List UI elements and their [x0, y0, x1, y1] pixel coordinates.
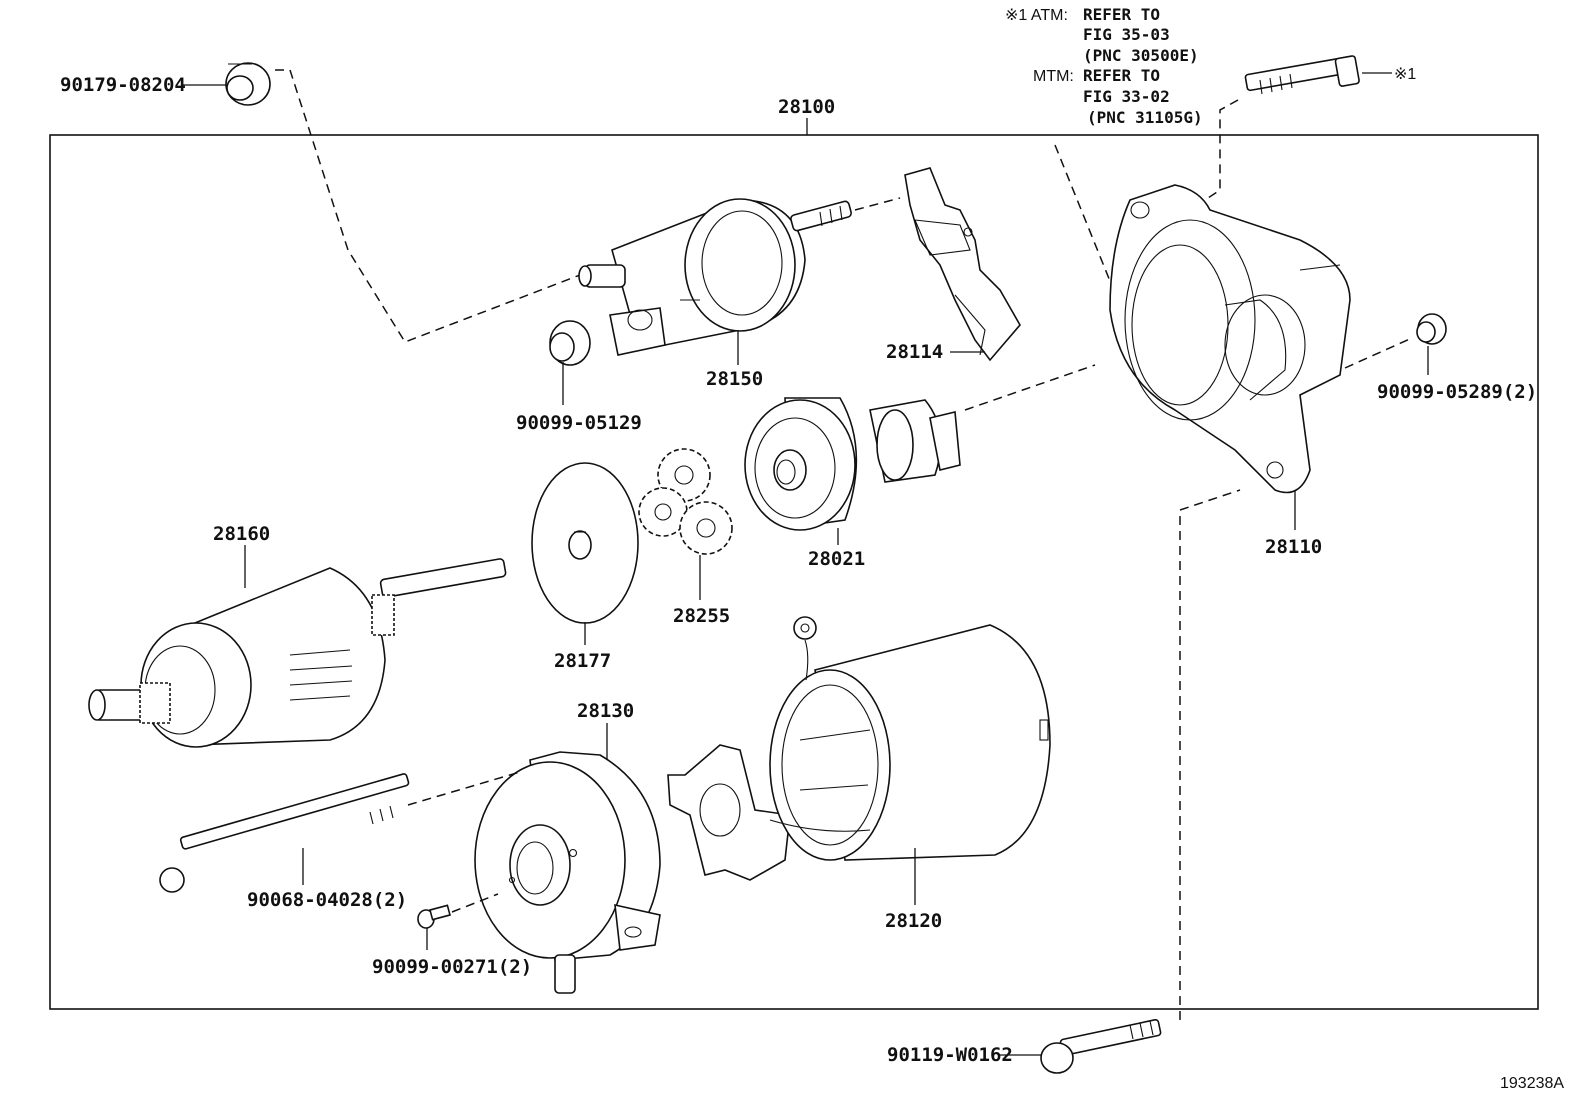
armature-28160[interactable] [88, 558, 507, 748]
label-28130[interactable]: 28130 [577, 700, 634, 722]
bolt-90119-W0162[interactable] [1040, 1018, 1162, 1074]
label-28100[interactable]: 28100 [778, 96, 835, 118]
label-28110[interactable]: 28110 [1265, 536, 1322, 558]
note-mtm-ref: REFER TO [1083, 66, 1160, 85]
note-mtm-pnc: (PNC 31105G) [1087, 108, 1203, 127]
label-28150[interactable]: 28150 [706, 368, 763, 390]
label-90099-05129[interactable]: 90099-05129 [516, 412, 642, 434]
nut-90099-05289[interactable] [1416, 313, 1447, 345]
label-28021[interactable]: 28021 [808, 548, 865, 570]
label-90099-00271[interactable]: 90099-00271(2) [372, 956, 532, 978]
note-mtm-prefix: MTM: [1033, 68, 1074, 85]
figure-id: 193238A [1500, 1075, 1564, 1092]
reference-note: ※1 ATM: REFER TO FIG 35-03 (PNC 30500E) … [1005, 5, 1203, 127]
note-atm-pnc: (PNC 30500E) [1083, 46, 1199, 65]
gears-28255[interactable] [638, 448, 733, 555]
end-frame-28130[interactable] [474, 751, 661, 994]
brush-holder [667, 744, 791, 881]
label-28120[interactable]: 28120 [885, 910, 942, 932]
nut-90099-05129[interactable] [549, 320, 591, 366]
note-atm-ref: REFER TO [1083, 5, 1160, 24]
label-28160[interactable]: 28160 [213, 523, 270, 545]
label-90068-04028[interactable]: 90068-04028(2) [247, 889, 407, 911]
assembly-frame [49, 134, 1539, 1010]
label-90179-08204[interactable]: 90179-08204 [60, 74, 186, 96]
label-28177[interactable]: 28177 [554, 650, 611, 672]
screw-90099-00271[interactable] [417, 904, 451, 929]
nut-90179-08204[interactable] [225, 62, 271, 106]
solenoid-28150[interactable] [578, 198, 852, 356]
yoke-28120[interactable] [769, 616, 1051, 861]
bolt-ref-marker: ※1 [1394, 66, 1416, 83]
note-atm-prefix: ※1 ATM: [1005, 7, 1068, 24]
through-bolt-90068-04028[interactable] [159, 773, 410, 893]
disc-28177[interactable] [531, 462, 639, 624]
lever-28114[interactable] [904, 167, 1021, 362]
label-90099-05289[interactable]: 90099-05289(2) [1377, 381, 1537, 403]
label-90119-W0162[interactable]: 90119-W0162 [887, 1044, 1013, 1066]
note-mtm-fig: FIG 33-02 [1083, 87, 1170, 106]
label-28114[interactable]: 28114 [886, 341, 943, 363]
label-28255[interactable]: 28255 [673, 605, 730, 627]
housing-28110[interactable] [1109, 184, 1351, 494]
bolt-ref-1[interactable] [1244, 55, 1360, 95]
note-atm-fig: FIG 35-03 [1083, 25, 1170, 44]
clutch-28021[interactable] [744, 397, 961, 531]
